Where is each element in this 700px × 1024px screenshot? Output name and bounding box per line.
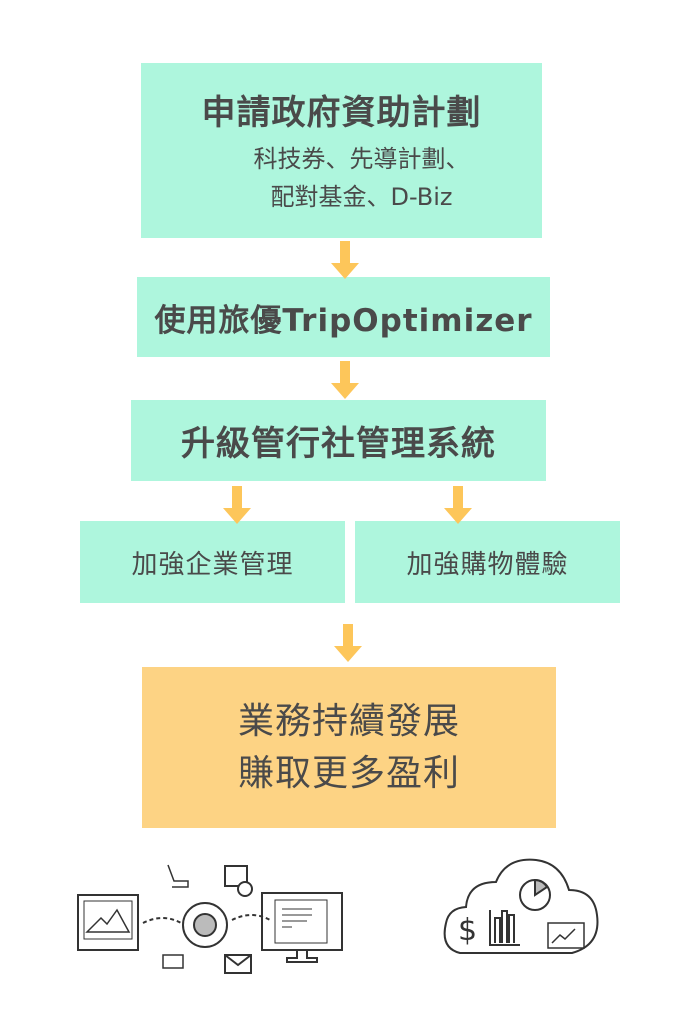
branch-enterprise: 加強企業管理 bbox=[80, 521, 345, 603]
cloud-analytics-icon: $ bbox=[443, 858, 599, 954]
result-line-2: 賺取更多盈利 bbox=[237, 752, 460, 794]
workflow-illustration-icon bbox=[77, 864, 343, 974]
step-subtitle-2: 配對基金、D-Biz bbox=[270, 183, 453, 211]
arrow-down-icon bbox=[331, 361, 359, 399]
branch-label: 加強企業管理 bbox=[131, 549, 294, 580]
arrow-down-icon bbox=[334, 624, 362, 662]
step-upgrade-system: 升級管行社管理系統 bbox=[131, 400, 546, 481]
result-line-1: 業務持續發展 bbox=[237, 700, 460, 742]
arrow-down-icon bbox=[444, 486, 472, 524]
step-use-tripoptimizer: 使用旅優TripOptimizer bbox=[137, 277, 550, 357]
arrow-down-icon bbox=[223, 486, 251, 524]
step-subtitle-1: 科技券、先導計劃、 bbox=[253, 145, 470, 173]
svg-text:$: $ bbox=[458, 913, 477, 948]
step-apply-funding: 申請政府資助計劃 科技券、先導計劃、 配對基金、D-Biz bbox=[141, 63, 542, 238]
step-title: 使用旅優TripOptimizer bbox=[154, 302, 533, 339]
branch-label: 加強購物體驗 bbox=[406, 549, 569, 580]
arrow-down-icon bbox=[331, 241, 359, 279]
step-title: 升級管行社管理系統 bbox=[181, 424, 496, 464]
branch-shopping: 加強購物體驗 bbox=[355, 521, 620, 603]
result-box: 業務持續發展 賺取更多盈利 bbox=[142, 667, 556, 828]
step-title: 申請政府資助計劃 bbox=[201, 93, 482, 133]
